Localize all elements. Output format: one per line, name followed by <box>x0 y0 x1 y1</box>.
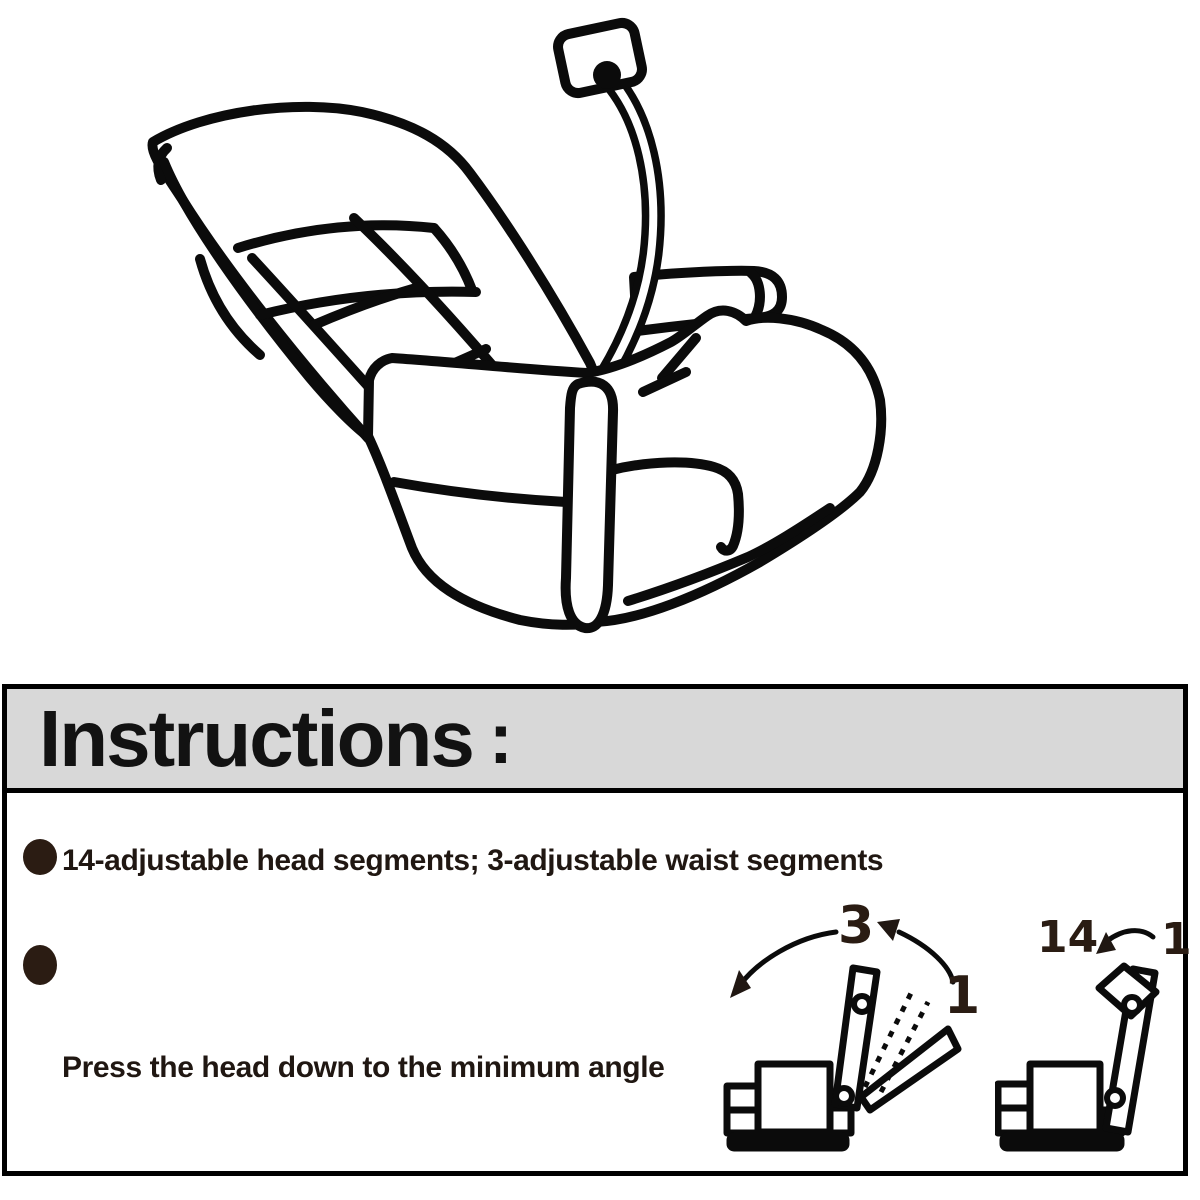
hinge-top <box>851 993 873 1015</box>
dashed-position-line-1 <box>862 987 916 1089</box>
clamp-joint <box>593 61 621 89</box>
tuft-cross-seam-1 <box>309 282 425 330</box>
side-box-lower <box>723 1106 762 1137</box>
headrest-seam-side <box>429 223 477 295</box>
base-strip <box>726 1132 850 1152</box>
waist-segments-count: 3 <box>838 896 875 956</box>
hinge-bracket <box>826 1104 855 1137</box>
crease-tick-1 <box>657 333 701 383</box>
bullet-dot <box>23 839 57 875</box>
head-adjust-diagram: 14 1 <box>995 888 1200 1160</box>
arc-arrow-right <box>896 929 956 985</box>
hinge-bottom <box>1104 1087 1126 1109</box>
hinge-top <box>1121 994 1143 1016</box>
waist-adjust-diagram: 3 1 <box>718 888 988 1160</box>
bullet-line-1: Press the head down to the minimum angle <box>62 1051 665 1084</box>
instructions-body: 14-adjustable head segments; 3-adjustabl… <box>7 793 1192 1171</box>
lumbar-seam <box>195 254 265 360</box>
side-box-upper <box>995 1080 1034 1112</box>
instructions-title: Instructions <box>39 693 475 783</box>
instructions-header: Instructions : <box>7 689 1183 793</box>
waist-start-position: 1 <box>944 966 981 1026</box>
seat-box <box>754 1060 834 1136</box>
head-start-position: 1 <box>1161 914 1192 965</box>
footrest-pillow-seam <box>607 457 744 556</box>
armrest-far-cap <box>746 268 765 322</box>
backrest-side-roll <box>159 157 371 440</box>
bullet-text-press: Press the head down to the minimum angle… <box>62 933 665 1200</box>
crease-tick-2 <box>638 367 691 397</box>
hinge-bottom <box>833 1085 855 1107</box>
side-box-lower <box>995 1104 1034 1137</box>
instructions-box: Instructions : 14-adjustable head segmen… <box>2 684 1192 1176</box>
side-box-upper <box>723 1082 762 1114</box>
seat-box <box>1026 1060 1104 1136</box>
arrowhead <box>1096 932 1116 954</box>
dashed-position-line-2 <box>878 1000 931 1094</box>
base-strip <box>999 1132 1125 1152</box>
arrowhead-left <box>730 970 751 998</box>
armrest-near-roll <box>560 376 619 634</box>
arc-arrow <box>1104 928 1156 944</box>
bullet-text-segments: 14-adjustable head segments; 3-adjustabl… <box>62 844 884 877</box>
backrest-bar-down <box>857 1025 962 1114</box>
headrest-seam-upper <box>233 220 439 253</box>
head-segments-count: 14 <box>1037 912 1099 963</box>
footrest-bottom-roll <box>623 503 835 606</box>
recliner-illustration <box>147 17 887 634</box>
bullet-dot <box>23 945 57 985</box>
headrest-seam-lower <box>255 286 481 320</box>
arrowhead-right <box>877 919 900 941</box>
instructions-title-colon: : <box>488 698 513 779</box>
arc-arrow-left <box>737 929 839 988</box>
backrest-corner-roll <box>153 143 172 185</box>
seat-seam <box>389 477 571 507</box>
